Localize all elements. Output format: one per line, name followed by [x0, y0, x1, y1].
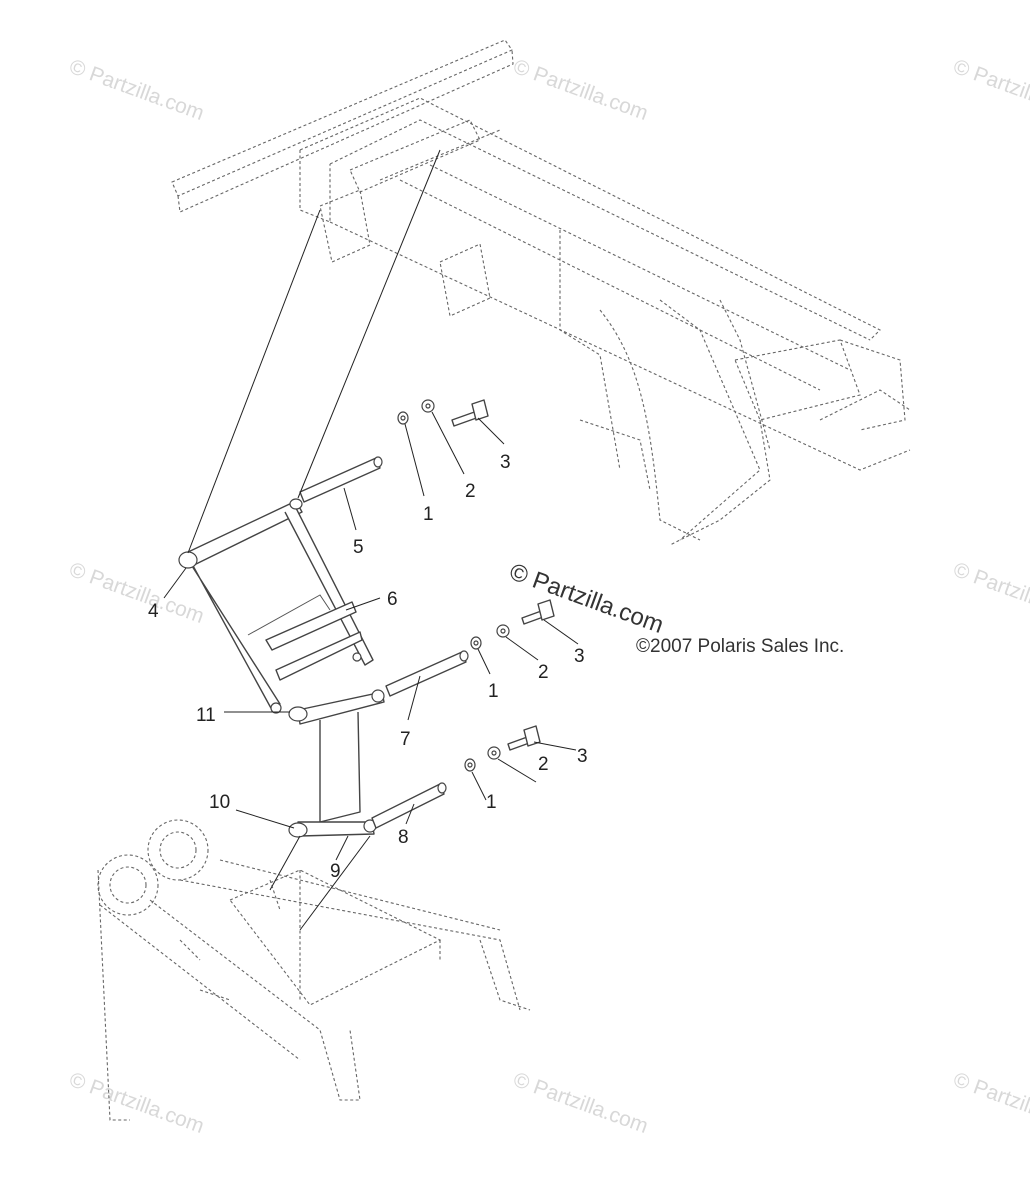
watermark: © Partzilla.com: [510, 1068, 651, 1138]
copyright-text: ©2007 Polaris Sales Inc.: [636, 636, 844, 657]
callout-3: 3: [577, 746, 588, 767]
callout-6: 6: [387, 589, 398, 610]
callout-4: 4: [148, 601, 159, 622]
pivot-arm-6: [178, 498, 374, 714]
callouts: 1 2 3 5 4 6 1 2 3 7 11 2 3 10 1 8 9: [148, 452, 588, 882]
callout-2: 2: [465, 481, 476, 502]
callout-3: 3: [500, 452, 511, 473]
watermark: © Partzilla.com: [950, 558, 1030, 628]
watermark: © Partzilla.com: [510, 55, 651, 125]
shafts: [299, 456, 469, 829]
watermark: © Partzilla.com: [950, 1068, 1030, 1138]
callout-5: 5: [353, 537, 364, 558]
callout-3: 3: [574, 646, 585, 667]
center-watermark: © Partzilla.com: [506, 558, 667, 639]
callout-1: 1: [486, 792, 497, 813]
callout-10: 10: [209, 792, 230, 813]
lower-rail-frame: [97, 819, 531, 1121]
watermark: © Partzilla.com: [66, 55, 207, 125]
pivot-arm-9: [288, 689, 385, 838]
watermark: © Partzilla.com: [950, 55, 1030, 125]
callout-9: 9: [330, 861, 341, 882]
callout-8: 8: [398, 827, 409, 848]
watermark: © Partzilla.com: [66, 1068, 207, 1138]
callout-1: 1: [488, 681, 499, 702]
callout-7: 7: [400, 729, 411, 750]
leader-lines: [163, 149, 579, 931]
hardware: [397, 399, 555, 772]
callout-11: 11: [196, 705, 216, 726]
callout-2: 2: [538, 662, 549, 683]
upper-rail-frame: [171, 39, 911, 546]
callout-2: 2: [538, 754, 549, 775]
callout-1: 1: [423, 504, 434, 525]
